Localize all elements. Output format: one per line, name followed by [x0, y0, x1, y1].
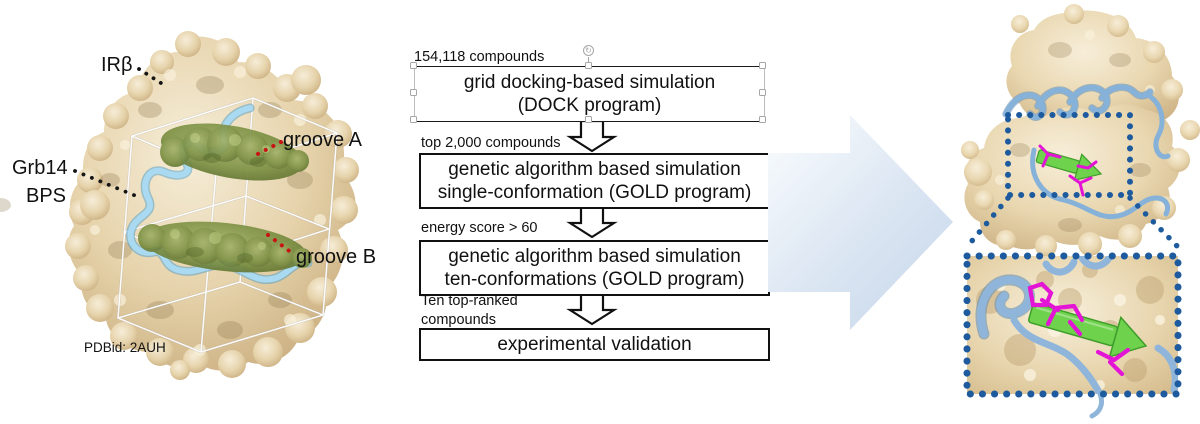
zoom-callout-right-dots — [1127, 195, 1182, 251]
flow-box-gold-ten[interactable]: genetic algorithm based simulation ten-c… — [419, 240, 770, 296]
transition-arrow-icon[interactable] — [755, 100, 960, 340]
flow-box-line: experimental validation — [497, 333, 692, 355]
flow-box-line: grid docking-based simulation — [463, 71, 716, 93]
resize-handle-top-center[interactable] — [585, 62, 592, 69]
label-grb14: Grb14 — [12, 157, 68, 179]
resize-handle-top-left[interactable] — [410, 62, 417, 69]
complex-overview-ligand-sticks — [1038, 144, 1098, 197]
label-groove-b: groove B — [296, 246, 377, 268]
rotate-handle-stem — [588, 57, 589, 66]
irb-connector-dots — [137, 67, 166, 87]
left-protein-figure[interactable] — [0, 0, 450, 424]
complex-overview-ribbon — [1002, 83, 1171, 220]
inset-ligand-sticks — [1027, 281, 1131, 377]
label-pdbid: PDBid: 2AUH — [84, 340, 166, 355]
flow-box-line: ten-conformations (GOLD program) — [444, 269, 745, 290]
flow-box-experimental-validation[interactable]: experimental validation — [419, 328, 770, 361]
groove-a-connector-dots — [252, 140, 283, 158]
resize-handle-bottom-right[interactable] — [759, 116, 766, 123]
zoom-region-dotted-rect — [1005, 112, 1133, 198]
flow-arrow-icon-2[interactable] — [566, 205, 618, 239]
flow-box-dock-simulation[interactable]: grid docking-based simulation (DOCK prog… — [414, 66, 765, 122]
resize-handle-mid-left[interactable] — [410, 89, 417, 96]
flow-arrow-icon-1[interactable] — [566, 119, 618, 153]
right-protein-figure[interactable] — [950, 0, 1200, 424]
flow-box-line: (DOCK program) — [517, 95, 662, 116]
flow-box-line: genetic algorithm based simulation — [448, 245, 741, 267]
resize-handle-bottom-left[interactable] — [410, 116, 417, 123]
protein-surface — [0, 31, 359, 380]
label-bps: BPS — [26, 185, 67, 207]
zoom-callout-left-dots — [963, 195, 1011, 251]
groove-a-surface — [160, 123, 309, 181]
inset-ribbon — [975, 256, 1178, 394]
annotation-step-3: energy score > 60 — [421, 220, 538, 236]
flow-box-gold-single[interactable]: genetic algorithm based simulation singl… — [419, 153, 770, 209]
resize-handle-mid-right[interactable] — [759, 89, 766, 96]
annotation-step-1: 154,118 compounds — [414, 49, 545, 65]
flow-arrow-icon-3[interactable] — [566, 292, 618, 326]
groove-b-surface — [138, 221, 312, 273]
label-irb: IRβ — [101, 54, 133, 76]
rotate-handle-icon[interactable]: ↻ — [583, 45, 594, 56]
inset-dotted-border — [963, 252, 1182, 398]
groove-b-connector-dots — [266, 233, 294, 255]
binding-site-inset — [963, 252, 1182, 419]
resize-handle-top-right[interactable] — [759, 62, 766, 69]
annotation-step-4-line2: compounds — [421, 312, 496, 328]
flow-box-line: single-conformation (GOLD program) — [437, 182, 752, 203]
annotation-step-2: top 2,000 compounds — [421, 135, 561, 151]
flow-box-line: genetic algorithm based simulation — [448, 158, 741, 180]
grb14-connector-dots — [73, 169, 143, 200]
inset-ribbon-tail — [1089, 391, 1105, 419]
annotation-step-4-line1: Ten top-ranked — [421, 293, 518, 309]
resize-handle-bottom-center[interactable] — [585, 116, 592, 123]
label-groove-a: groove A — [283, 129, 362, 151]
complex-overview-surface — [961, 4, 1200, 257]
